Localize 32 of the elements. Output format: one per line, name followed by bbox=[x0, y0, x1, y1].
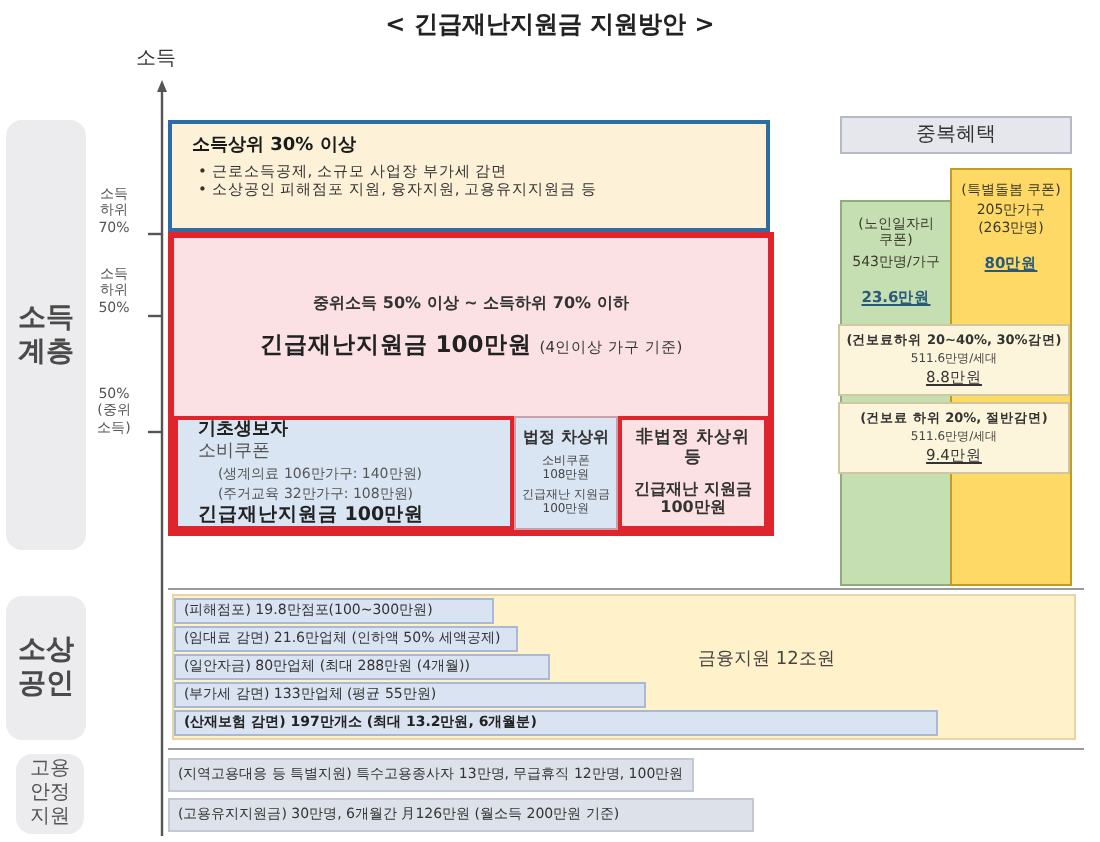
highlight-panel bbox=[168, 232, 774, 536]
recipient-box bbox=[174, 416, 514, 530]
category-label: 소득계층 bbox=[16, 301, 76, 369]
support-bar bbox=[168, 798, 754, 832]
support-bar bbox=[174, 626, 518, 652]
finance-panel bbox=[172, 594, 1076, 740]
header-panel bbox=[840, 116, 1072, 154]
box-heading: 기초생보자 bbox=[198, 419, 288, 441]
recipient-box bbox=[618, 416, 768, 530]
support-bar bbox=[168, 758, 694, 792]
amount-heading: 긴급재난지원금 100만원 bbox=[198, 504, 425, 527]
benefit-text: 긴급재난 지원금 100만원 bbox=[632, 479, 754, 518]
info-box bbox=[168, 120, 770, 232]
amount-heading: 긴급재난지원금 100만원 bbox=[259, 331, 532, 359]
support-bar bbox=[174, 682, 646, 708]
support-bar bbox=[174, 654, 550, 680]
category-label: 고용안정지원 bbox=[29, 758, 71, 830]
benefit-box bbox=[838, 324, 1070, 396]
finance-total-text: 금융지원 12조원 bbox=[698, 650, 835, 672]
page-title: < 긴급재난지원금 지원방안 > bbox=[385, 8, 715, 42]
benefit-box bbox=[838, 402, 1070, 474]
section-heading: 중복혜택 bbox=[916, 123, 996, 147]
recipient-box bbox=[514, 416, 618, 530]
box-heading: 법정 차상위 bbox=[523, 428, 609, 448]
support-bar bbox=[174, 598, 494, 624]
category-label: 소상공인 bbox=[16, 634, 76, 702]
box-heading: 소득상위 30% 이상 bbox=[192, 136, 356, 158]
condition-text: 중위소득 50% 이상 ~ 소득하위 70% 이하 bbox=[313, 294, 629, 314]
support-bar bbox=[174, 710, 938, 736]
benefit-name: 소비쿠폰 bbox=[198, 442, 270, 465]
axis-label: 소득 bbox=[136, 48, 178, 72]
box-heading: 非법정 차상위 등 bbox=[634, 428, 752, 470]
